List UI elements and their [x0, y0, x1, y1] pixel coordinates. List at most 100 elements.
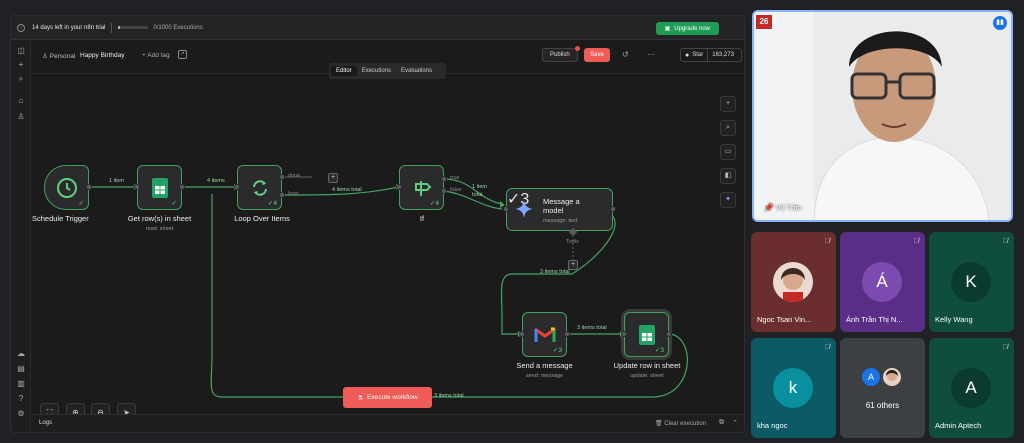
home-icon[interactable]: ⌂ — [18, 96, 24, 105]
edge-label-loop-total: 4 items total — [332, 187, 362, 193]
others-count: 61 others — [865, 401, 900, 410]
node-loop-over-items[interactable]: ✓4 — [237, 165, 282, 210]
logs-panel[interactable]: Logs 🗑 Clear execution ⧉ ⌃ — [32, 414, 744, 432]
trial-banner: i 14 days left in your n8n trial 0/1000 … — [11, 16, 744, 40]
clock-icon — [45, 166, 88, 209]
history-icon[interactable]: ↺ — [622, 50, 629, 59]
clear-label: Clear execution — [664, 421, 706, 427]
success-check-icon: ✓3 — [654, 347, 664, 354]
popout-icon[interactable]: ⧉ — [719, 419, 724, 426]
node-sub-update: update: sheet — [630, 373, 664, 379]
input-handle[interactable] — [396, 184, 402, 190]
zoom-to-fit-tool[interactable]: + — [720, 96, 736, 112]
tab-evaluations[interactable]: Evaluations — [401, 68, 433, 74]
panel-icon[interactable]: ◧ — [720, 168, 736, 184]
model-title-line1: Message a — [543, 197, 580, 206]
input-handle[interactable] — [621, 331, 627, 337]
input-handle[interactable] — [134, 184, 140, 190]
false-handle[interactable] — [441, 188, 447, 194]
clear-execution-button[interactable]: 🗑 Clear execution — [655, 420, 706, 427]
google-sheets-icon — [138, 166, 181, 209]
output-handle[interactable] — [86, 184, 92, 190]
avatar — [773, 262, 813, 302]
output-handle[interactable] — [564, 331, 570, 337]
participant-name: Ngoc Tsan Vin... — [757, 315, 812, 324]
workflow-canvas[interactable]: + ⌕ ▭ ◧ ✦ ✓ Schedule Trigger 1 item ✓ Ge… — [32, 74, 744, 422]
output-handle[interactable] — [179, 184, 185, 190]
node-message-model[interactable]: Message a model message: text ✓3 — [506, 188, 613, 231]
success-check-icon: ✓3 — [507, 191, 530, 208]
model-title: Message a model — [543, 197, 580, 215]
add-node-button[interactable]: + — [328, 173, 338, 183]
participant-tile[interactable]: Á 🎙̸ Ánh Trần Thị N... — [840, 232, 925, 332]
publish-label: Publish — [550, 52, 570, 58]
input-handle[interactable] — [519, 331, 525, 337]
loop-icon — [238, 166, 281, 209]
others-tile[interactable]: A 61 others — [840, 338, 925, 438]
input-handle[interactable] — [503, 206, 509, 212]
upgrade-button[interactable]: ▣ Upgrade now — [655, 22, 719, 35]
loop-handle[interactable] — [279, 192, 285, 198]
workflow-name[interactable]: Happy Birthday — [80, 52, 125, 59]
sticky-note-icon[interactable]: ▭ — [720, 144, 736, 160]
templates-icon[interactable]: ▤ — [17, 364, 25, 373]
tab-executions[interactable]: Executions — [361, 68, 392, 74]
archive-icon[interactable]: ↗ — [178, 50, 187, 59]
add-tag-link[interactable]: + Add tag — [142, 52, 170, 59]
output-handle[interactable] — [610, 206, 616, 212]
speaker-video[interactable]: 26 ▮▮ 📌 Vũ Trần — [752, 10, 1013, 222]
project-label: Personal — [49, 53, 76, 60]
output-handle[interactable] — [666, 331, 672, 337]
node-label-trigger: Schedule Trigger — [32, 214, 89, 223]
node-if[interactable]: ✓4 — [399, 165, 444, 210]
tab-editor[interactable]: Editor — [331, 66, 357, 76]
input-handle[interactable] — [234, 184, 240, 190]
help-icon[interactable]: ? — [18, 394, 24, 403]
trash-icon: 🗑 — [655, 421, 665, 427]
done-handle[interactable] — [279, 174, 285, 180]
success-check-icon: ✓3 — [552, 347, 562, 354]
edge-loop-if — [281, 186, 399, 196]
publish-button[interactable]: Publish — [542, 46, 580, 62]
node-update-row[interactable]: ✓3 — [624, 312, 669, 357]
sidebar-toggle-icon[interactable]: ◫ — [17, 46, 25, 55]
success-check-icon: ✓4 — [429, 200, 439, 207]
github-star-button[interactable]: ● Star 163,273 — [680, 48, 742, 62]
participant-tile[interactable]: 🎙̸ Ngoc Tsan Vin... — [751, 232, 836, 332]
left-sidebar: ◫ + ⌕ ⌂ ♙ ☁ ▤ ▥ ? ⚙ — [11, 40, 31, 432]
participant-tile[interactable]: k 🎙̸ kha ngoc — [751, 338, 836, 438]
add-tool-button[interactable]: + — [568, 260, 578, 270]
divider — [111, 22, 113, 33]
settings-icon[interactable]: ⚙ — [17, 409, 25, 418]
unsaved-dot — [574, 46, 580, 51]
ai-assistant-icon[interactable]: ✦ — [720, 192, 736, 208]
run-count: 3 — [520, 191, 530, 208]
search-icon[interactable]: ⌕ — [18, 74, 24, 83]
chevron-up-icon[interactable]: ⌃ — [732, 420, 738, 427]
port-loop-label: loop — [288, 191, 299, 197]
speaker-image — [754, 12, 1011, 220]
upgrade-label: Upgrade now — [674, 25, 710, 32]
node-schedule-trigger[interactable]: ✓ — [44, 165, 89, 210]
participant-tile[interactable]: A 🎙̸ Admin Aptech — [929, 338, 1014, 438]
avatar: A — [951, 368, 991, 408]
more-icon[interactable]: ⋯ — [647, 50, 655, 59]
edge-label-if-false: total — [472, 192, 483, 198]
insights-icon[interactable]: ▥ — [17, 379, 25, 388]
project-breadcrumb[interactable]: ♙ Personal — [42, 52, 75, 60]
node-get-rows[interactable]: ✓ — [137, 165, 182, 210]
true-handle[interactable] — [441, 176, 447, 182]
speaker-name: 📌 Vũ Trần — [764, 203, 802, 212]
user-icon[interactable]: ♙ — [17, 112, 25, 121]
participant-tile[interactable]: K 🎙̸ Kelly Wang — [929, 232, 1014, 332]
mic-off-icon: 🎙̸ — [913, 238, 919, 245]
edge-label-1: 1 item — [109, 178, 124, 184]
flask-icon: ⚗ — [357, 394, 364, 402]
add-icon[interactable]: + — [18, 60, 24, 69]
node-send-message[interactable]: ✓3 — [522, 312, 567, 357]
edge-model-gmail — [500, 210, 616, 335]
execute-workflow-button[interactable]: ⚗ Execute workflow — [343, 387, 432, 408]
save-button[interactable]: Save — [584, 48, 610, 62]
search-nodes-icon[interactable]: ⌕ — [720, 120, 736, 136]
cloud-icon[interactable]: ☁ — [17, 349, 25, 358]
